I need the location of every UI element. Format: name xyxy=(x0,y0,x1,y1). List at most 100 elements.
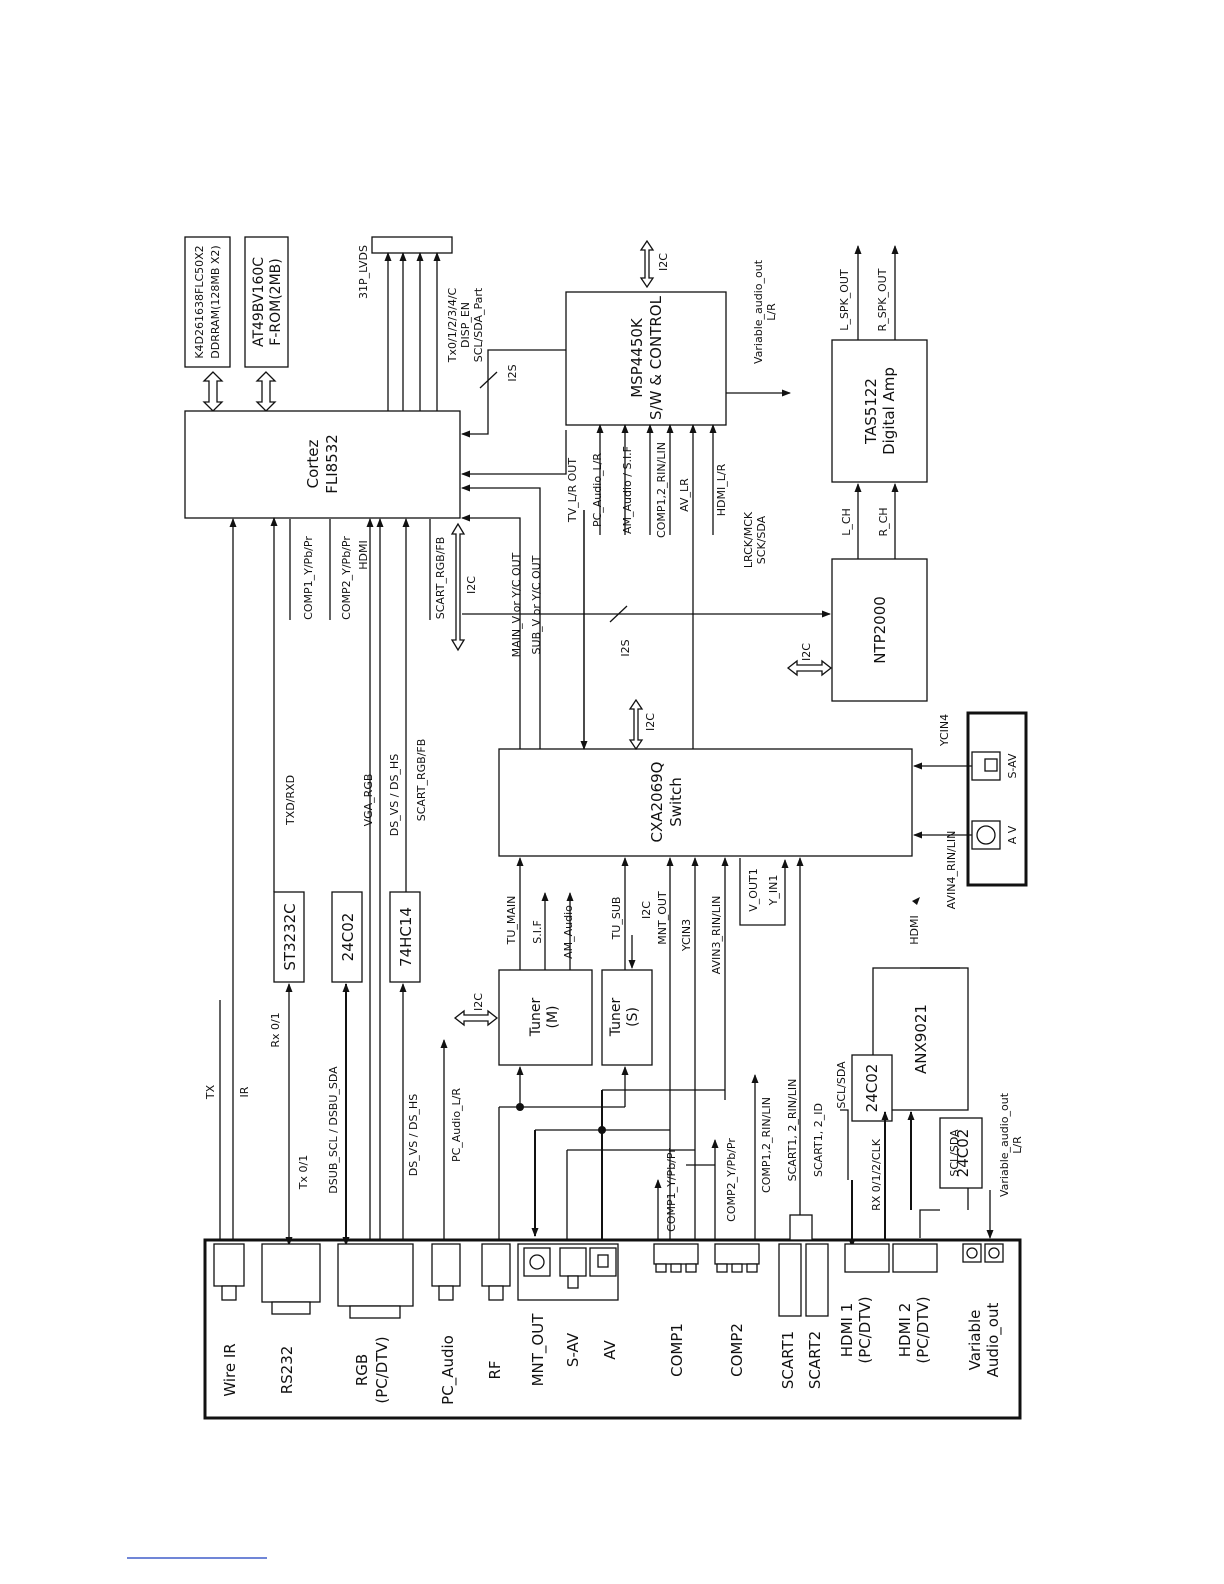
hdmi-lr-label: HDMI_L/R xyxy=(715,463,728,516)
block-74hc14: 74HC14 xyxy=(389,891,421,983)
label-wire-ir: Wire IR xyxy=(221,1343,239,1396)
comp2-jacks xyxy=(714,1243,760,1273)
block-ntp2000: NTP2000 xyxy=(831,558,928,702)
label-hdmi1-1: HDMI 1 xyxy=(838,1303,856,1358)
scart-rgbfb-label: SCART_RGB/FB xyxy=(434,537,447,620)
lvds-bus: Tx0/1/2/3/4/C DISP_EN SCL/SDA_Part xyxy=(384,252,485,411)
r-spk-label: R_SPK_OUT xyxy=(876,268,889,331)
block-cxa2069q: CXA2069Q Switch xyxy=(498,748,913,857)
tas-line2: Digital Amp xyxy=(880,367,898,455)
block-24c02-a: 24C02 xyxy=(851,1054,893,1122)
av-lr-label: AV_LR xyxy=(678,478,691,512)
i2s-top-label: I2S xyxy=(506,364,519,381)
ntp-i2c: I2C xyxy=(786,643,833,677)
avin3-label: AVIN3_RIN/LIN xyxy=(710,896,723,975)
msp-inputs: TV_L/R OUT PC_Audio_L/R AM_Audio / S.I.F… xyxy=(566,424,768,749)
cxa-line2: Switch xyxy=(667,777,685,827)
block-cortez: Cortez FLI8532 xyxy=(184,410,461,519)
block-tuner-sub: Tuner (S) xyxy=(601,969,653,1066)
cxa-i2c: I2C xyxy=(628,698,657,751)
sif-label: S.I.F xyxy=(531,920,544,944)
tuner-s-line1: Tuner xyxy=(608,997,624,1037)
label-comp2: COMP2 xyxy=(728,1323,746,1377)
rx012-label: RX 0/1/2/CLK xyxy=(870,1138,883,1211)
tuner-outputs: TU_MAIN S.I.F AM_Audio TU_SUB I2C MNT_OU… xyxy=(505,857,921,1240)
hdmi-cortez-label: HDMI xyxy=(357,540,370,569)
sav-av-inputs: YCIN4 AVIN4_RIN/LIN xyxy=(913,714,972,909)
lvds-connector-label: 31P_LVDS xyxy=(357,245,370,299)
lvds-signal-2: DISP_EN xyxy=(459,302,472,348)
i2c-msp-label: I2C xyxy=(657,253,670,271)
connector-labels: Wire IR RS232 RGB (PC/DTV) PC_Audio RF M… xyxy=(221,1296,1003,1404)
comp2-ypbpr2-label: COMP2_Y/Pb/Pr xyxy=(725,1138,738,1222)
label-rf: RF xyxy=(486,1360,504,1379)
lvds-connector: 31P_LVDS xyxy=(357,236,453,299)
msp-i2c: I2C xyxy=(639,239,670,289)
c24c02-a-label: 24C02 xyxy=(863,1064,881,1113)
wire-ir-jack xyxy=(213,1243,245,1301)
label-rs232: RS232 xyxy=(278,1346,296,1395)
i2c-cortez-label: I2C xyxy=(465,576,478,594)
lrck-label-1: LRCK/MCK xyxy=(742,511,755,568)
tu-sub-label: TU_SUB xyxy=(610,897,623,941)
block-24c02-b: 24C02 xyxy=(939,1117,983,1189)
scart-connectors xyxy=(778,1243,829,1317)
tuner-m-line2: (M) xyxy=(545,1005,561,1028)
main-v-label: MAIN_V or Y/C OUT xyxy=(510,552,523,657)
var-audio-out-top: Variable_audio_out L/R xyxy=(726,259,791,397)
cxa-line1: CXA2069Q xyxy=(648,762,666,843)
txd-rxd-label: TXD/RXD xyxy=(284,775,297,826)
ddr-line2: DDRRAM(128MB X2) xyxy=(209,245,222,358)
block-ddr-ram: K4D261638FLC50X2 DDRRAM(128MB X2) xyxy=(184,236,231,368)
connector-panel-frame xyxy=(203,1238,1022,1420)
av-panel-label: A V xyxy=(1006,825,1019,844)
hdmi-connectors xyxy=(844,1243,938,1273)
i2c-tuner-s-label: I2C xyxy=(640,901,653,919)
label-scart2: SCART2 xyxy=(806,1331,824,1389)
c24c02-b-label: 24C02 xyxy=(954,1129,972,1178)
lvds-signal-3: SCL/SDA_Part xyxy=(472,287,485,362)
scl-sda-a-label: SCL/SDA xyxy=(835,1061,848,1109)
label-s-av: S-AV xyxy=(564,1332,582,1367)
am-audio-sif-label: AM_Audio / S.I.F xyxy=(621,446,634,534)
label-variable-1: Variable xyxy=(966,1310,984,1371)
scart-rgbfb2-label: SCART_RGB/FB xyxy=(415,739,428,822)
ycin3-label: YCIN3 xyxy=(680,919,693,952)
block-st3232c: ST3232C xyxy=(273,891,305,983)
i2s-mid-label: I2S xyxy=(619,639,632,656)
sav-av-panel: S-AV A V xyxy=(966,711,1028,887)
ds-vs-hs-label: DS_VS / DS_HS xyxy=(388,754,401,836)
component-scart-lines: COMP1_Y/Pb/Pr COMP2_Y/Pb/Pr COMP1,2_RIN/… xyxy=(654,1074,825,1241)
cortez-line2: FLI8532 xyxy=(323,434,341,494)
tas-line1: TAS5122 xyxy=(862,378,880,445)
tuner-m-line1: Tuner xyxy=(528,997,544,1037)
vga-rgb-label: VGA_RGB xyxy=(362,774,375,827)
rf-connector xyxy=(481,1243,511,1301)
block-tuner-main: Tuner (M) xyxy=(498,969,593,1066)
am-audio-label: AM_Audio xyxy=(562,905,575,959)
lrck-label-2: SCK/SDA xyxy=(755,515,768,564)
l-spk-label: L_SPK_OUT xyxy=(838,269,851,331)
c24c02-top-label: 24C02 xyxy=(339,913,357,962)
label-mnt-out: MNT_OUT xyxy=(529,1313,548,1387)
label-pc-audio: PC_Audio xyxy=(439,1335,458,1405)
tuner-s-line2: (S) xyxy=(625,1007,641,1027)
label-scart1: SCART1 xyxy=(779,1331,797,1389)
label-hdmi1-2: (PC/DTV) xyxy=(856,1296,874,1363)
i2s-msp-cortez: I2S xyxy=(461,349,566,438)
var-audio-top-1: Variable_audio_out xyxy=(752,259,765,364)
var-audio-top-2: L/R xyxy=(765,303,778,321)
scart12-rin-label: SCART1, 2_RIN/LIN xyxy=(786,1079,799,1182)
i2s-to-ntp: I2S xyxy=(462,605,831,657)
msp-line1: MSP4450K xyxy=(628,317,646,398)
hdmi-lines: SCL/SDA RX 0/1/2/CLK SCL/SDA Variable_au… xyxy=(835,1061,1024,1248)
dsub-scl-label: DSUB_SCL / DSBU_SDA xyxy=(327,1066,340,1194)
comp12-rin2-label: COMP1,2_RIN/LIN xyxy=(760,1097,773,1193)
label-rgb-2: (PC/DTV) xyxy=(373,1336,391,1403)
block-flash-rom: AT49BV160C F-ROM(2MB) xyxy=(244,236,289,368)
st3232-label: ST3232C xyxy=(281,903,299,970)
pc-audio-lr-label: PC_Audio_L/R xyxy=(591,453,604,527)
tu-main-label: TU_MAIN xyxy=(505,896,518,946)
ycin4-label: YCIN4 xyxy=(938,714,951,747)
